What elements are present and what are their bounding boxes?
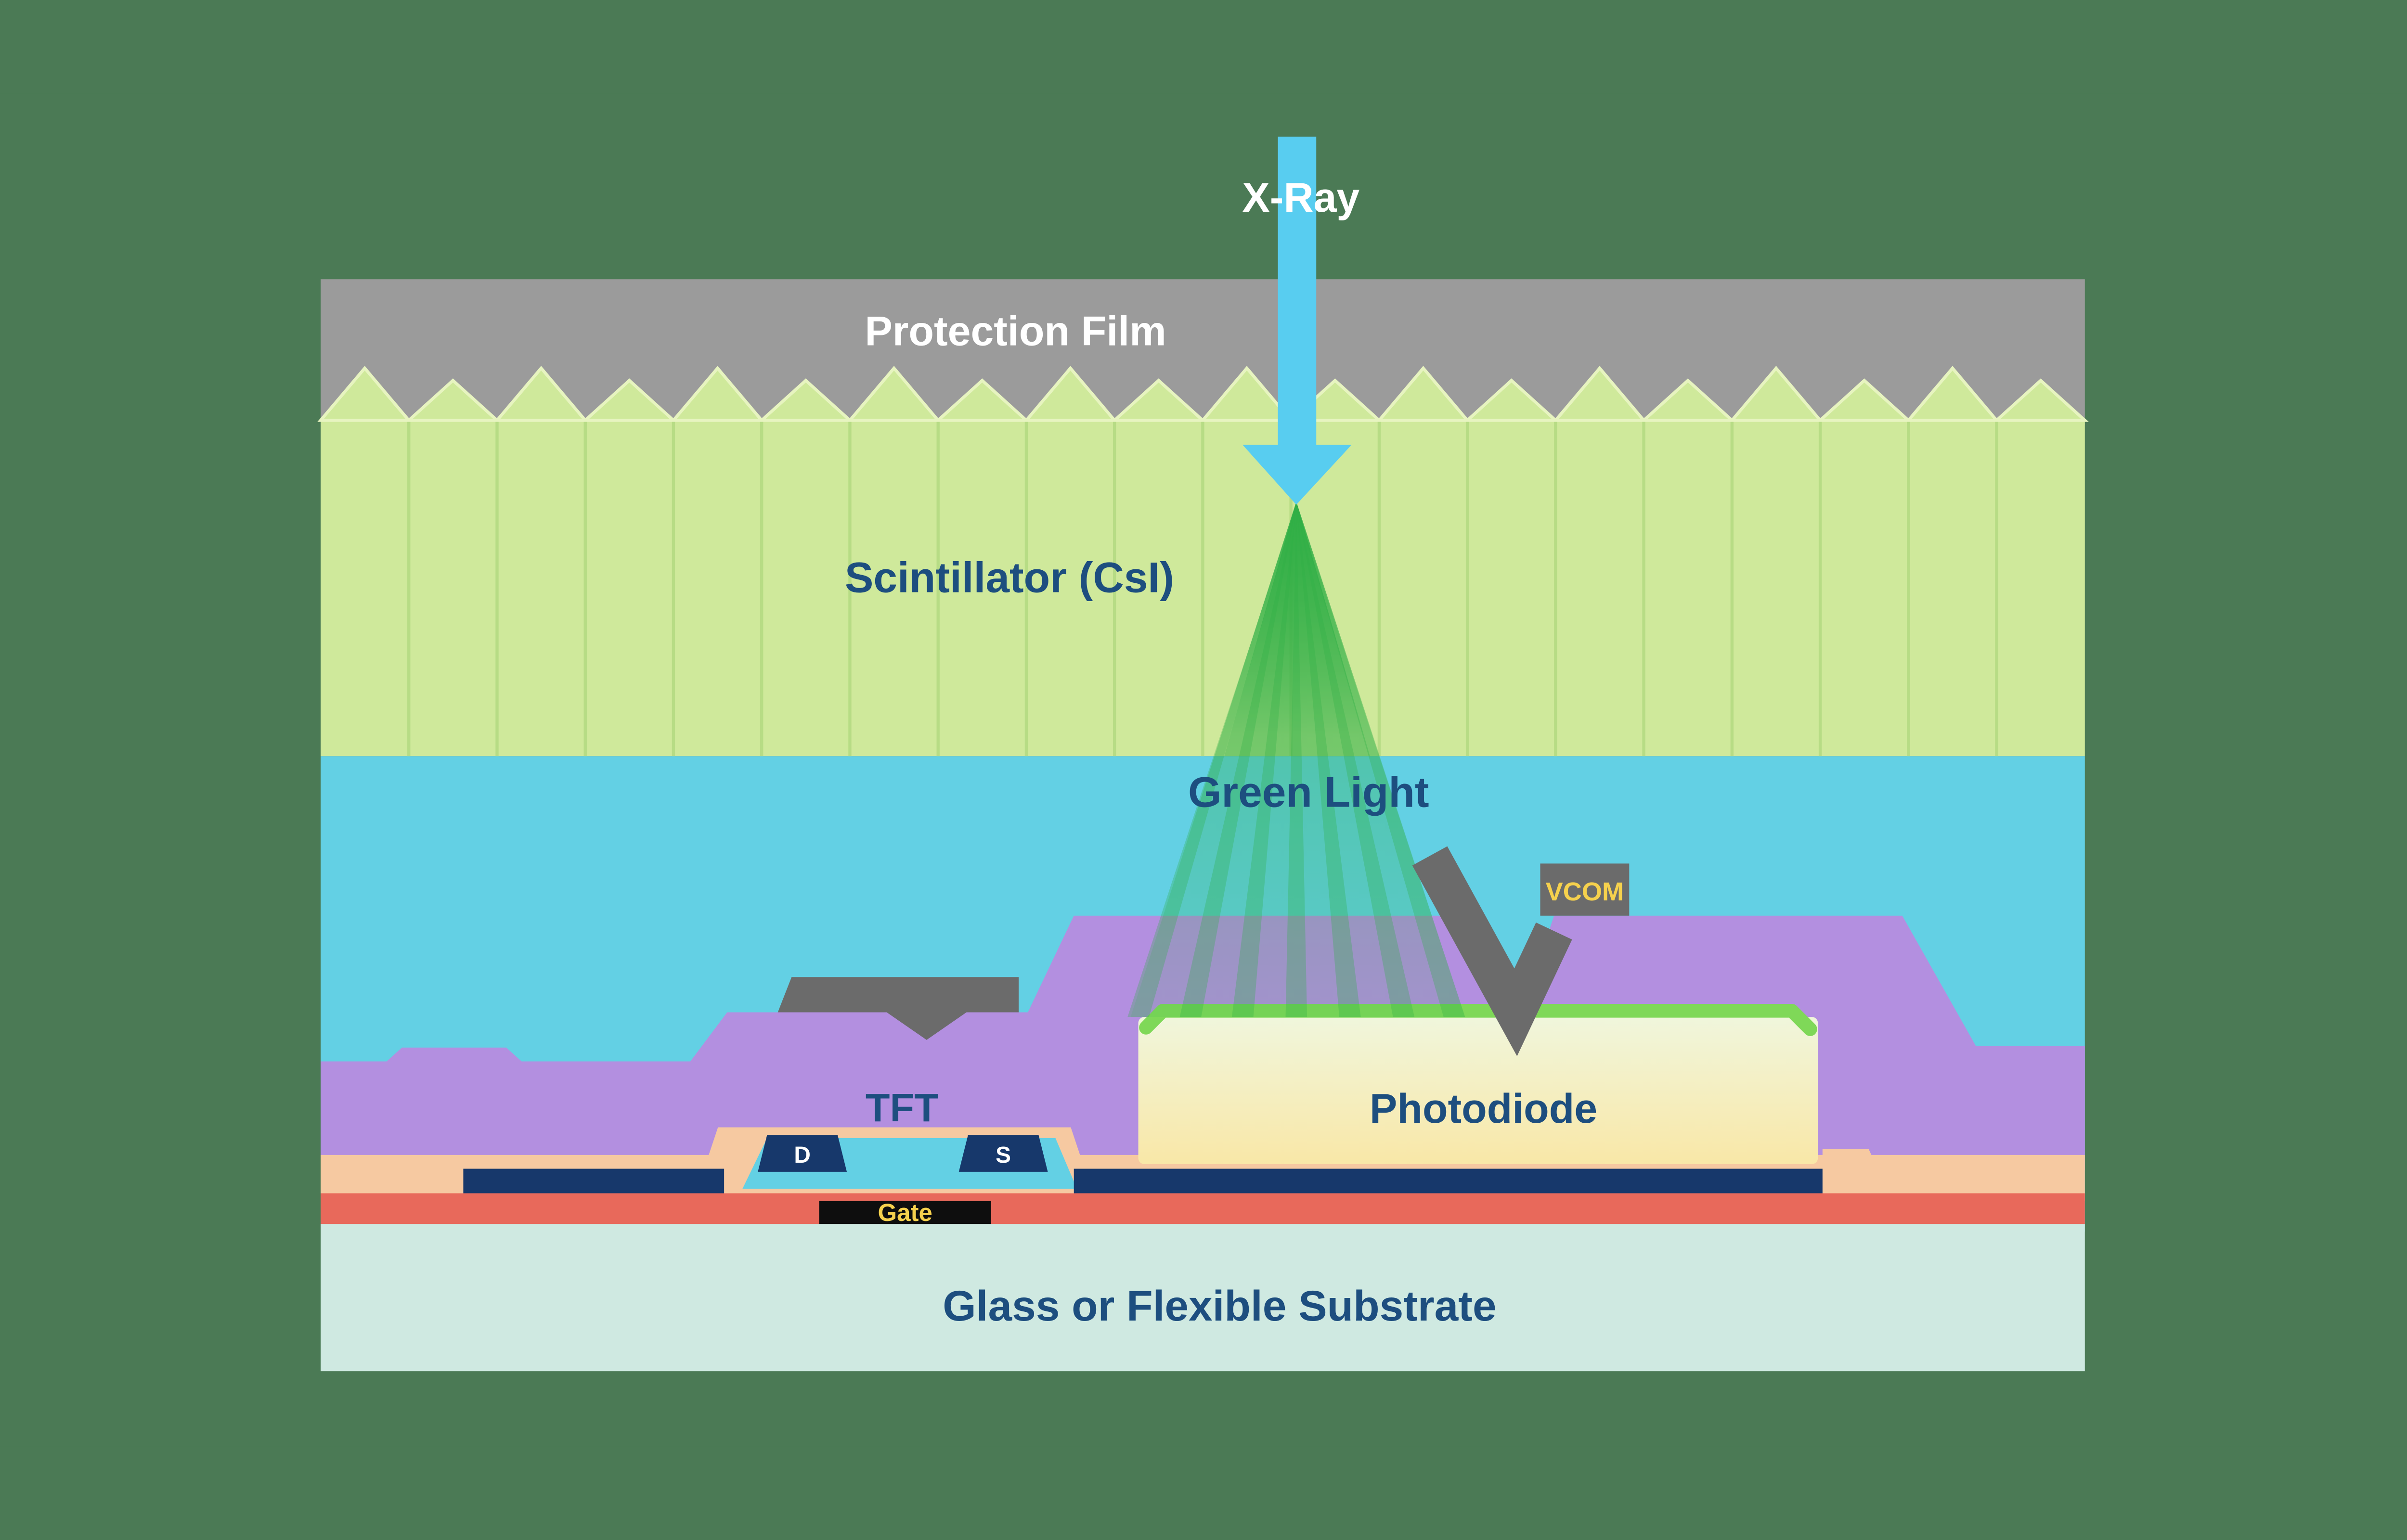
gate-electrode [819, 1201, 991, 1224]
scintillator-column-peak [846, 366, 942, 422]
metal-line-right [1074, 1168, 1829, 1194]
xray-arrow-head [1242, 445, 1352, 505]
scintillator-column-peak [1905, 366, 2000, 422]
protection-film-label: Protection Film [865, 308, 1166, 354]
protection-film-layer [321, 279, 2085, 425]
scintillator-column-peak [670, 366, 765, 422]
green-light-ray [1285, 504, 1307, 1017]
substrate-label: Glass or Flexible Substrate [943, 1282, 1496, 1330]
scintillator-column-peak [493, 366, 589, 422]
red-barrier-layer [321, 1193, 2085, 1224]
metal-line-left [463, 1168, 725, 1194]
green-light-ray [1296, 504, 1361, 1017]
photodiode-label: Photodiode [1370, 1086, 1597, 1132]
drain-label: D [794, 1142, 811, 1168]
scintillator-column-peak [1463, 378, 1560, 422]
green-light-ray [1231, 504, 1296, 1017]
gate-label: Gate [878, 1199, 932, 1226]
pixel-electrode-gray [777, 977, 1019, 1040]
scintillator-column-peak [757, 378, 854, 422]
source-label: S [996, 1142, 1011, 1168]
insulator-step-right [1822, 1149, 1893, 1201]
green-light-ray [1179, 504, 1296, 1017]
green-light-core [1224, 501, 1370, 757]
substrate-layer [321, 1224, 2085, 1372]
tft-label: TFT [866, 1085, 939, 1130]
vcom-contact-v [1412, 846, 1572, 1056]
green-light-label: Green Light [1188, 768, 1429, 816]
scintillator-column-peak [1728, 366, 1824, 422]
scintillator-column-peak [581, 378, 678, 422]
scintillator-column-peak [404, 378, 501, 422]
scintillator-label: Scintillator (CsI) [845, 553, 1174, 601]
scintillator-column-peak [1199, 366, 1294, 422]
photodiode-body [1138, 1017, 1818, 1164]
green-light-cone [1130, 501, 1465, 1017]
scintillator-column-peak [1023, 366, 1118, 422]
scintillator-column-peak [317, 366, 413, 422]
vcom-electrode-block [1540, 863, 1630, 916]
scintillator-column-peak [1640, 378, 1736, 422]
photodiode-green-top-electrode [1139, 1003, 1817, 1036]
xray-arrow [1278, 136, 1317, 448]
tft-source-electrode [958, 1135, 1048, 1172]
vcom-label: VCOM [1546, 877, 1624, 906]
green-light-rays [1127, 504, 1465, 1017]
scintillator-column-peak [1552, 366, 1647, 422]
scintillator-column-peak [934, 378, 1031, 422]
green-light-ray [1296, 504, 1465, 1017]
xray-label: X-Ray [1242, 175, 1359, 221]
scintillator-columns [317, 366, 2089, 757]
scintillator-column-peak [1816, 378, 1913, 422]
scintillator-column-peak [1993, 378, 2089, 422]
scintillator-column-peak [1110, 378, 1207, 422]
tft-drain-electrode [758, 1135, 847, 1172]
scintillator-column-peak [1376, 366, 1471, 422]
